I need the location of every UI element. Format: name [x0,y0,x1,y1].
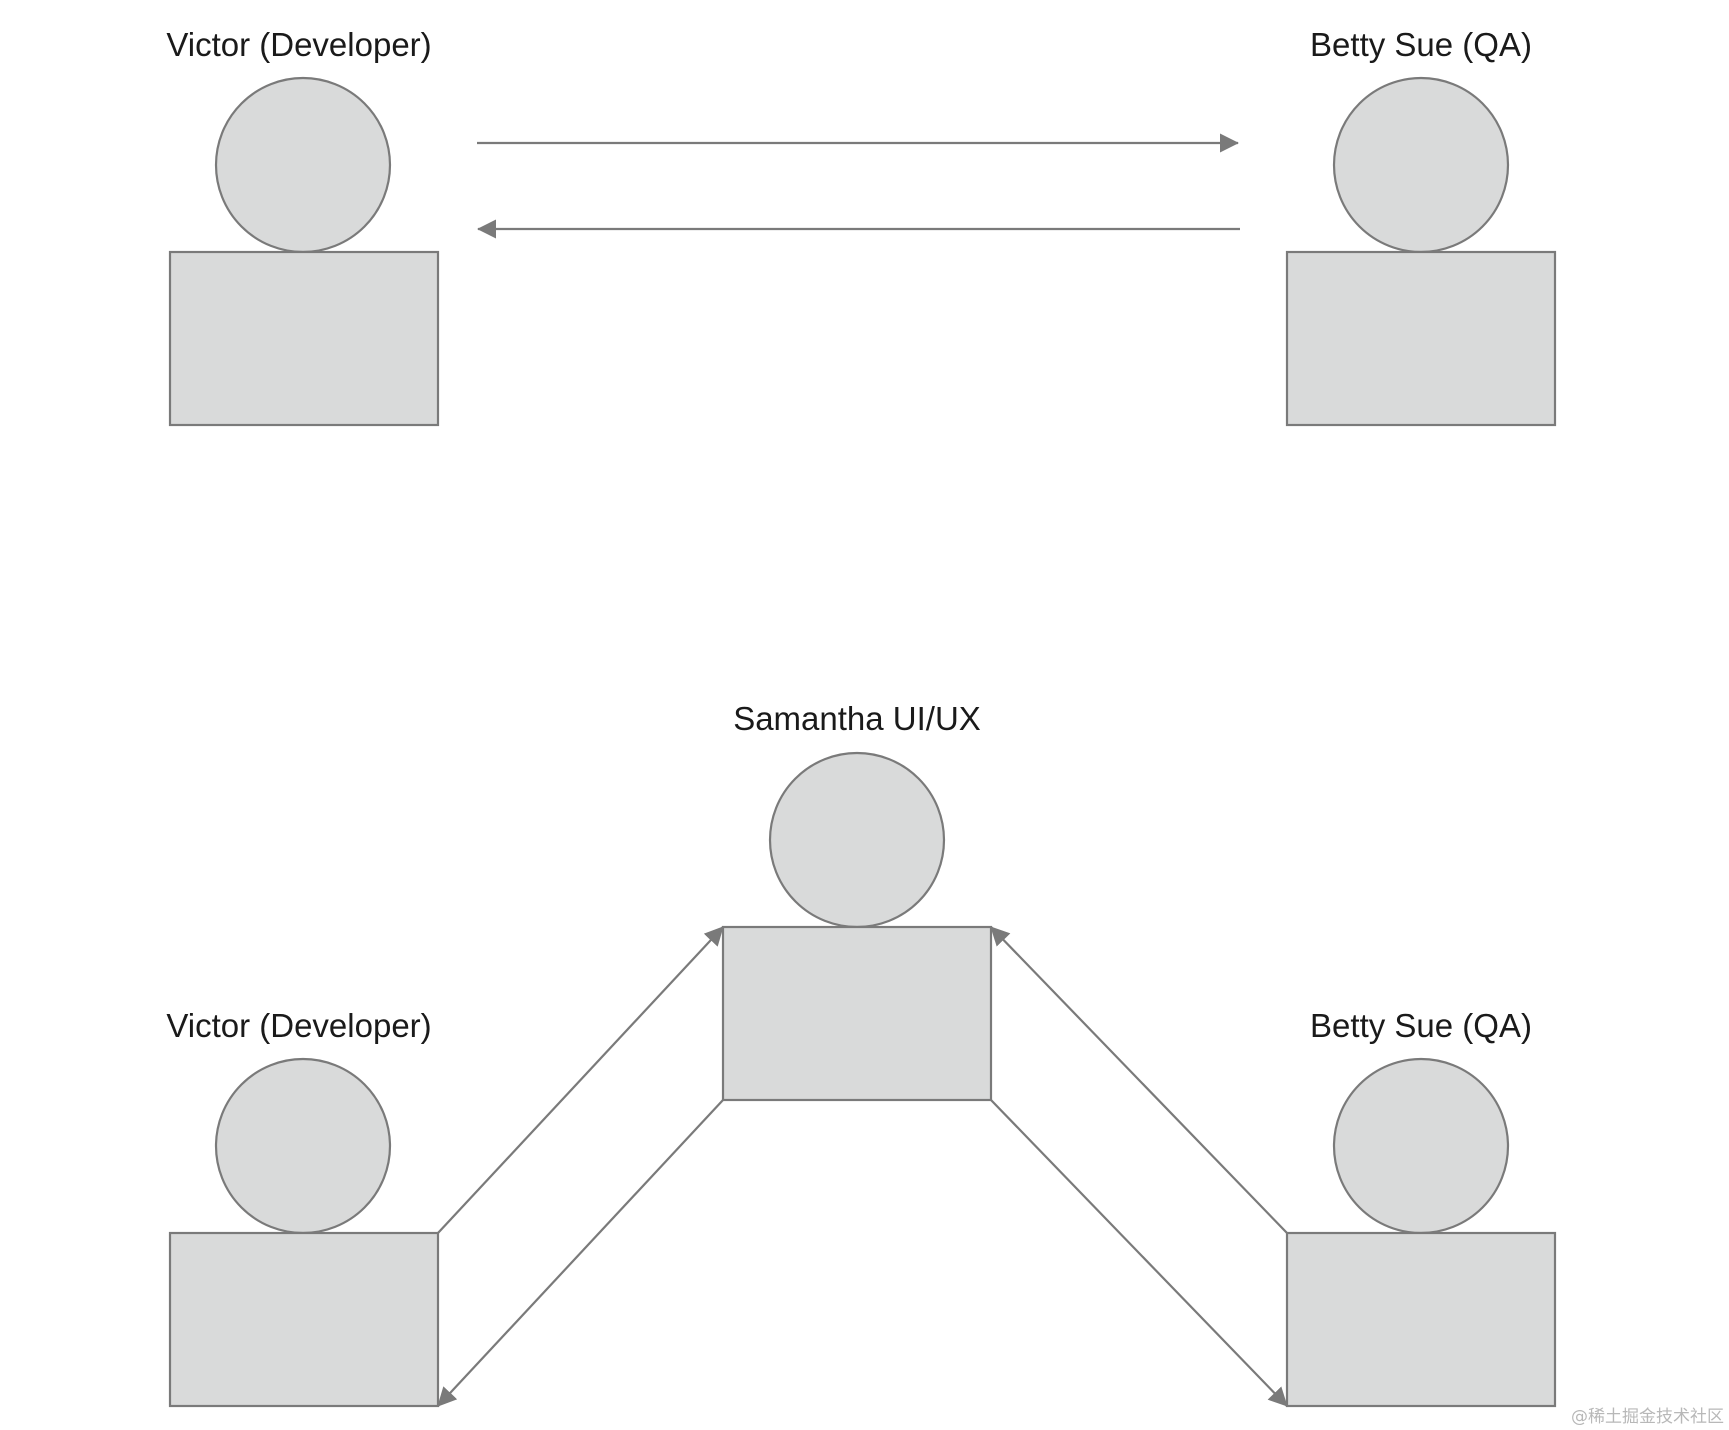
person-label-victor-top: Victor (Developer) [166,26,431,63]
person-label-betty-top: Betty Sue (QA) [1310,26,1532,63]
person-label-samantha: Samantha UI/UX [733,700,981,737]
person-samantha: Samantha UI/UX [721,700,993,1102]
person-betty-bottom: Betty Sue (QA) [1285,1007,1557,1408]
top-scenario: Victor (Developer) Betty Sue (QA) [166,26,1557,427]
person-head-icon [1332,76,1510,254]
arrow-samantha-to-betty [990,1099,1288,1407]
person-victor-top: Victor (Developer) [166,26,440,427]
arrow-betty-to-samantha [990,926,1288,1234]
person-head-icon [768,751,946,929]
person-head-icon [214,76,392,254]
person-body-box [1285,1231,1557,1408]
person-label-betty-bottom: Betty Sue (QA) [1310,1007,1532,1044]
person-label-victor-bottom: Victor (Developer) [166,1007,431,1044]
arrow-samantha-to-victor [437,1099,724,1407]
person-victor-bottom: Victor (Developer) [166,1007,440,1408]
person-body-box [168,1231,440,1408]
person-head-icon [214,1057,392,1235]
person-head-icon [1332,1057,1510,1235]
person-body-box [721,925,993,1102]
bottom-scenario: Samantha UI/UX Victor (Developer) Betty … [166,700,1557,1408]
watermark: @稀土掘金技术社区 [1571,1407,1724,1427]
person-body-box [1285,250,1557,427]
arrow-victor-to-samantha [437,926,724,1234]
person-body-box [168,250,440,427]
person-betty-top: Betty Sue (QA) [1285,26,1557,427]
